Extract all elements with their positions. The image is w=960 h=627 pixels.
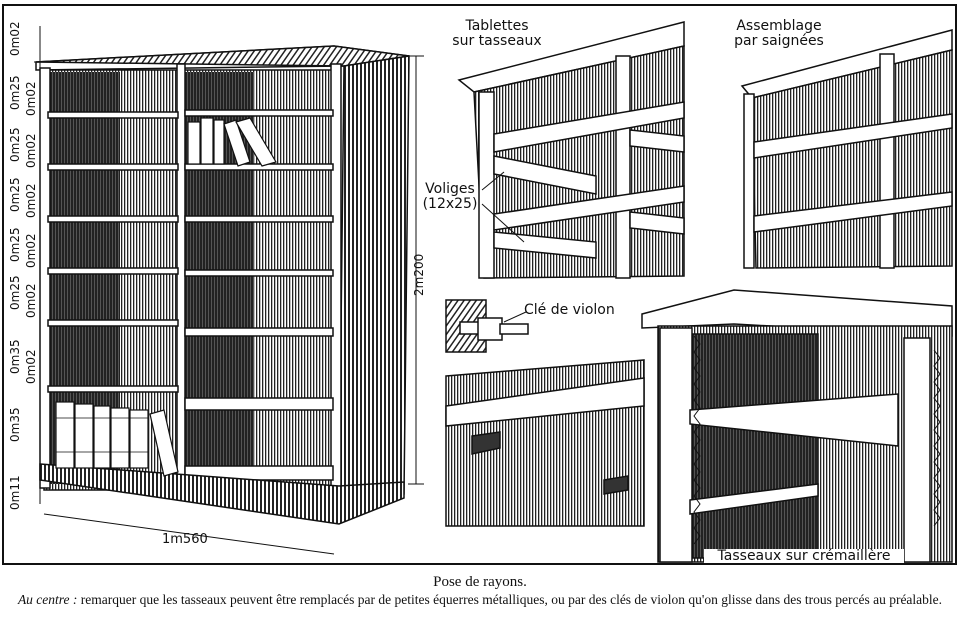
dimension-vertical: 0m25 [8,75,22,110]
books-lower [55,401,179,477]
cremaillere-drawing [641,289,953,563]
dimension-height: 2m200 [412,253,426,296]
cle-violon-drawing [445,299,645,527]
dimension-vertical: 0m02 [24,233,38,268]
label-tablettes: Tablettes sur tasseaux [447,19,547,49]
dimension-width: 1m560 [162,532,208,547]
label-assemblage-line2: par saignées [734,33,824,49]
dimension-vertical: 0m25 [8,177,22,212]
caption-lead: Au centre : [17,592,78,607]
dimension-vertical: 0m02 [8,21,22,56]
dimension-vertical: 0m02 [24,133,38,168]
label-voliges: Voliges (12x25) [420,182,480,212]
label-assemblage-line1: Assemblage [736,18,822,34]
tablettes-drawing [457,21,685,279]
label-tablettes-line2: sur tasseaux [452,33,542,49]
label-cle-violon: Clé de violon [524,302,615,318]
illustration-frame: Tablettes sur tasseaux Assemblage par sa… [2,4,957,565]
dimension-vertical: 0m02 [24,283,38,318]
caption-title: Pose de rayons. [433,574,527,590]
label-cremaillere: Tasseaux sur crémaillère [704,549,904,563]
caption-text: remarquer que les tasseaux peuvent être … [80,592,943,607]
label-tablettes-line1: Tablettes [465,18,529,34]
bookcase-illustration [34,21,953,563]
assemblage-drawing [740,29,953,269]
dimension-vertical: 0m02 [24,349,38,384]
dimension-vertical: 0m35 [8,339,22,374]
dimension-vertical: 0m02 [24,81,38,116]
label-voliges-line1: Voliges [425,181,475,197]
label-voliges-line2: (12x25) [422,196,478,212]
dimension-vertical: 0m25 [8,227,22,262]
main-bookcase-drawing [34,26,424,555]
books-upper [187,117,277,167]
caption-body: Au centre : remarquer que les tasseaux p… [4,592,956,607]
label-assemblage: Assemblage par saignées [724,19,834,49]
dimension-vertical: 0m11 [8,475,22,510]
dimension-vertical: 0m02 [24,183,38,218]
dimension-vertical: 0m35 [8,407,22,442]
dimension-vertical: 0m25 [8,127,22,162]
dimension-vertical: 0m25 [8,275,22,310]
